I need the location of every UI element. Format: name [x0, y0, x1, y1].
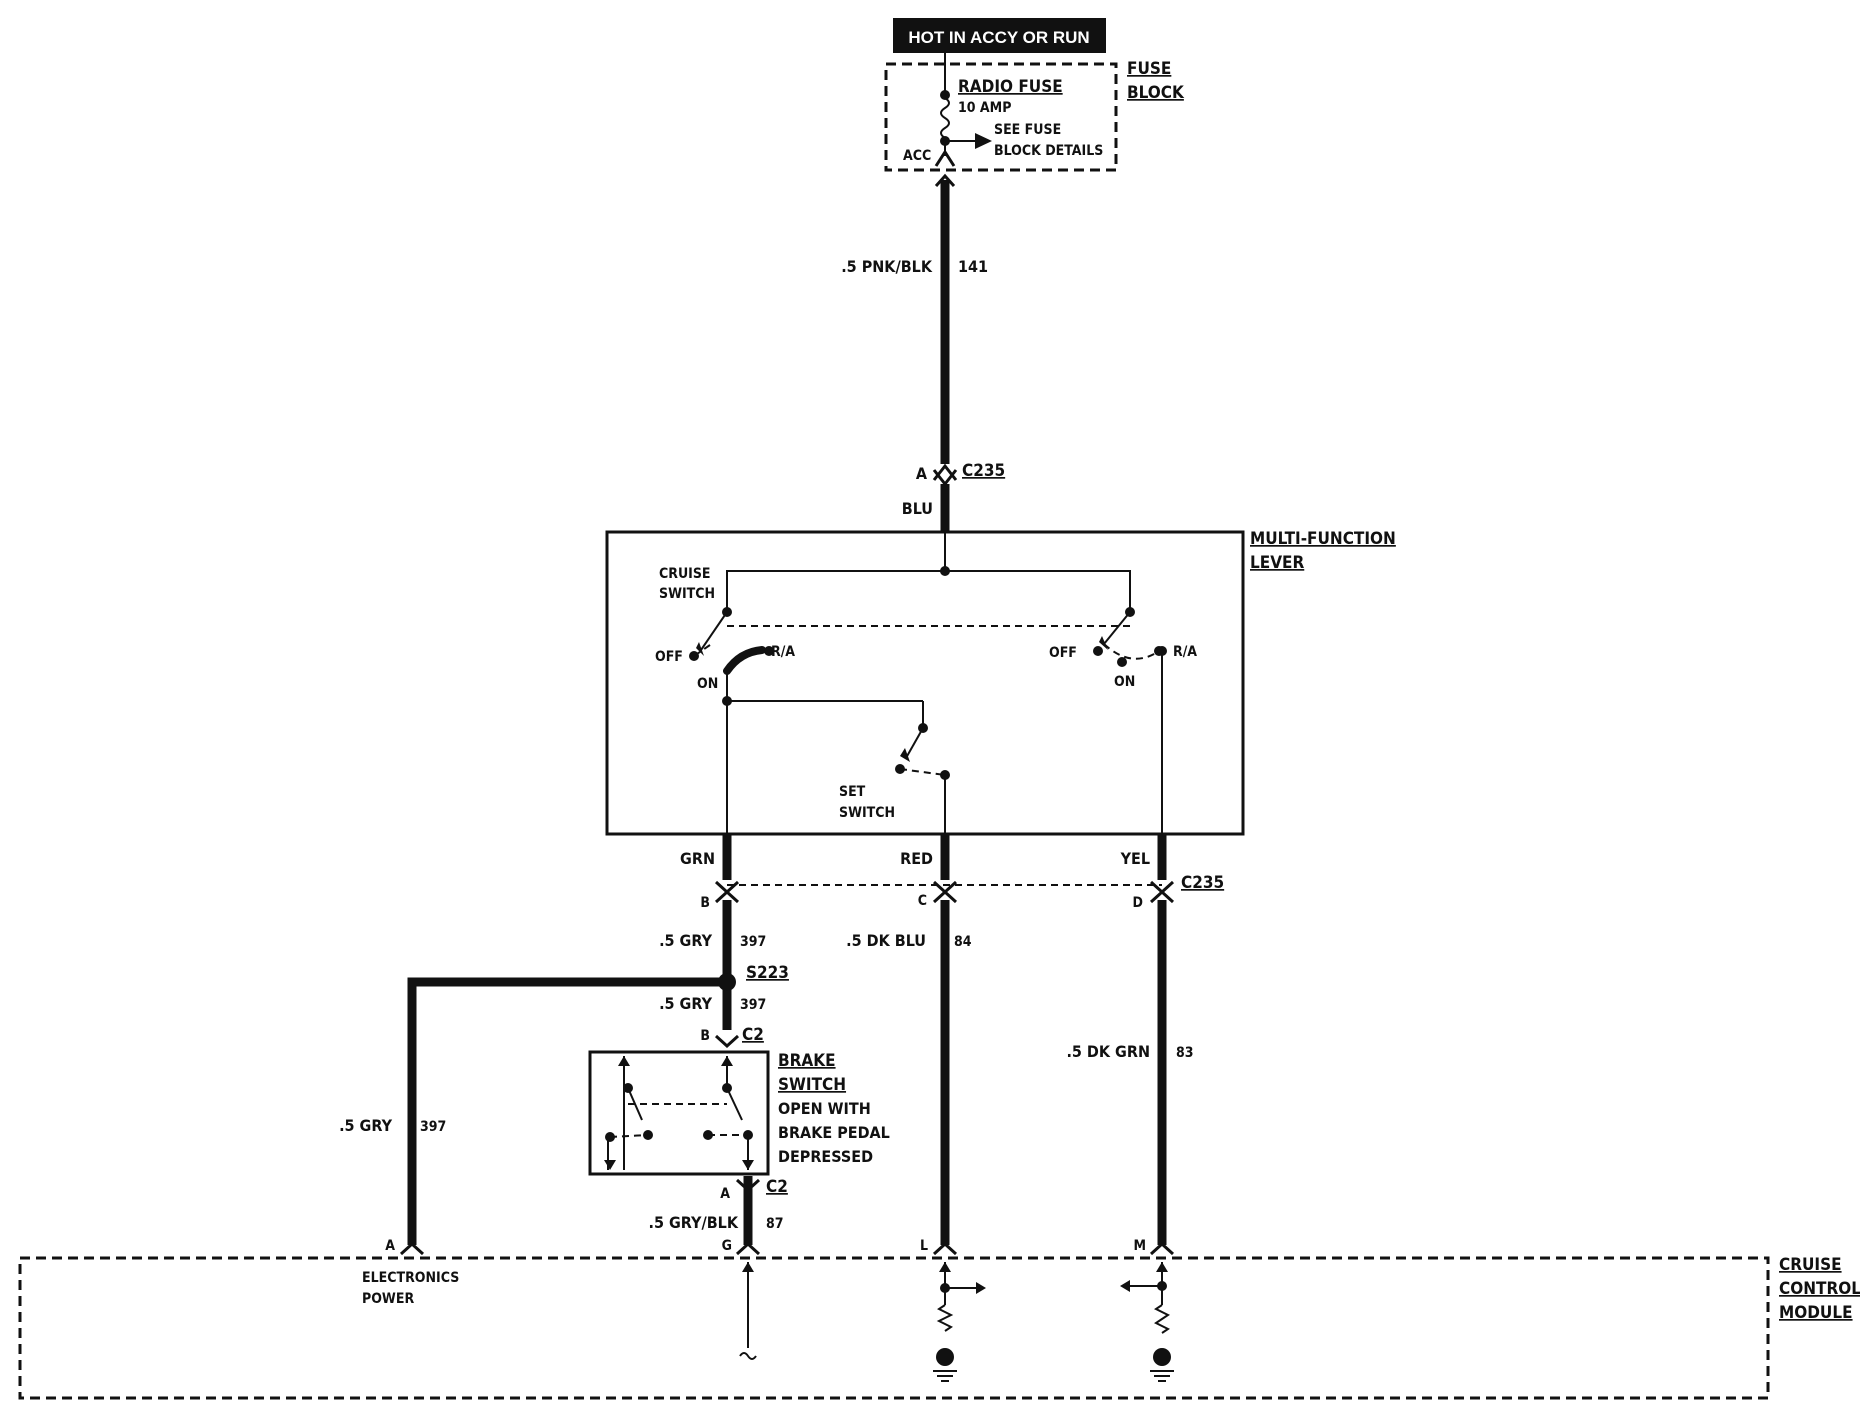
wire-84: .5 DK BLU 84 — [846, 900, 972, 1245]
brake-switch: B C2 BRAKE SWITCH OPEN WITH BRAKE PEDAL … — [588, 1025, 890, 1245]
connector-c235-top: A C235 BLU — [902, 461, 1005, 532]
mfl-title-2: LEVER — [1250, 553, 1304, 573]
wire-397-far-left-circuit: 397 — [420, 1119, 446, 1135]
ccm-pin-m: M — [1133, 1238, 1146, 1254]
wire-83: .5 DK GRN 83 — [1066, 900, 1194, 1245]
cruise-control-module: CRUISE CONTROL MODULE A ELECTRONICS POWE… — [18, 1238, 1860, 1400]
brake-conn-in-name: C2 — [742, 1025, 764, 1045]
brake-conn-in-pin: B — [700, 1028, 710, 1044]
electronics-power-2: POWER — [362, 1291, 414, 1307]
wire-color-yel: YEL — [1120, 849, 1150, 868]
connector-c235-bottom: GRN RED YEL B C D C235 — [680, 834, 1224, 911]
wire-84-circuit: 84 — [954, 934, 972, 950]
cruise-switch-label-2: SWITCH — [659, 586, 715, 602]
c235-top-name: C235 — [962, 461, 1005, 481]
acc-label: ACC — [903, 148, 931, 164]
see-fuse-line2: BLOCK DETAILS — [994, 143, 1103, 159]
ccm-pin-l: L — [920, 1238, 928, 1254]
fuse-block-title-2: BLOCK — [1127, 83, 1185, 103]
resistor-icon — [936, 1304, 954, 1332]
wire-397: .5 GRY 397 S223 .5 GRY 397 .5 GRY 397 — [339, 900, 789, 1245]
brake-switch-desc-1: OPEN WITH — [778, 1099, 871, 1118]
wire-color-red: RED — [900, 849, 933, 868]
connector-female-icon — [934, 149, 956, 167]
arrow-right-icon — [975, 133, 992, 149]
wire-color-grn: GRN — [680, 849, 715, 868]
ccm-title-2: CONTROL — [1779, 1279, 1860, 1299]
ra-right-label: R/A — [1173, 644, 1197, 660]
wire-87-circuit: 87 — [766, 1216, 784, 1232]
brake-conn-out-pin: A — [720, 1186, 730, 1202]
electronics-power-1: ELECTRONICS — [362, 1270, 459, 1286]
off-left-label: OFF — [655, 649, 683, 665]
wire-84-color: .5 DK BLU — [846, 931, 926, 950]
see-fuse-line1: SEE FUSE — [994, 122, 1061, 138]
hot-label-text: HOT IN ACCY OR RUN — [908, 28, 1089, 47]
on-left-label: ON — [697, 676, 718, 692]
wire-83-circuit: 83 — [1176, 1045, 1194, 1061]
wire-141-color: .5 PNK/BLK — [841, 257, 933, 276]
cruise-switch-label-1: CRUISE — [659, 566, 711, 582]
ccm-title-3: MODULE — [1779, 1303, 1853, 1323]
c235-top-pin: A — [916, 464, 928, 483]
ccm-title-1: CRUISE — [1779, 1255, 1842, 1275]
mfl-title-1: MULTI-FUNCTION — [1250, 529, 1396, 549]
resistor-icon — [1154, 1304, 1170, 1334]
wire-397-lower-color: .5 GRY — [659, 994, 713, 1013]
ccm-pin-g: G — [722, 1238, 732, 1254]
brake-switch-desc-2: BRAKE PEDAL — [778, 1123, 890, 1142]
splice-name: S223 — [746, 963, 789, 983]
fuse-block: RADIO FUSE 10 AMP SEE FUSE BLOCK DETAILS… — [884, 53, 1185, 172]
multi-function-lever: MULTI-FUNCTION LEVER — [605, 529, 1396, 836]
brake-switch-desc-3: DEPRESSED — [778, 1147, 873, 1166]
c235-pin-c: C — [918, 893, 927, 909]
c235-pin-b: B — [700, 895, 710, 911]
wire-87-color: .5 GRY/BLK — [649, 1213, 739, 1232]
ccm-pin-a: A — [385, 1238, 395, 1254]
set-switch-label-1: SET — [839, 784, 866, 800]
wire-397-upper-color: .5 GRY — [659, 931, 713, 950]
wire-397-upper-circuit: 397 — [740, 934, 766, 950]
wire-141-circuit: 141 — [958, 257, 988, 276]
tilde-icon — [739, 1352, 757, 1360]
connector-male-icon — [934, 173, 956, 188]
on-right-label: ON — [1114, 674, 1135, 690]
set-switch-label-2: SWITCH — [839, 805, 895, 821]
wire-397-far-left-color: .5 GRY — [339, 1116, 393, 1135]
fuse-rating: 10 AMP — [958, 100, 1011, 116]
fuse-block-title-1: FUSE — [1127, 59, 1171, 79]
brake-switch-title-2: SWITCH — [778, 1075, 846, 1095]
wire-83-color: .5 DK GRN — [1066, 1042, 1150, 1061]
fuse-element-icon — [940, 97, 950, 139]
off-right-label: OFF — [1049, 645, 1077, 661]
brake-switch-title-1: BRAKE — [778, 1051, 836, 1071]
wire-397-lower-circuit: 397 — [740, 997, 766, 1013]
fuse-name: RADIO FUSE — [958, 77, 1063, 97]
wire-141: .5 PNK/BLK 141 — [841, 173, 988, 464]
brake-conn-out-name: C2 — [766, 1177, 788, 1197]
ra-left-label: R/A — [771, 644, 795, 660]
c235-bottom-name: C235 — [1181, 873, 1224, 893]
hot-label: HOT IN ACCY OR RUN — [893, 18, 1106, 53]
c235-pin-d: D — [1133, 895, 1143, 911]
c235-top-wire-color: BLU — [902, 499, 933, 518]
